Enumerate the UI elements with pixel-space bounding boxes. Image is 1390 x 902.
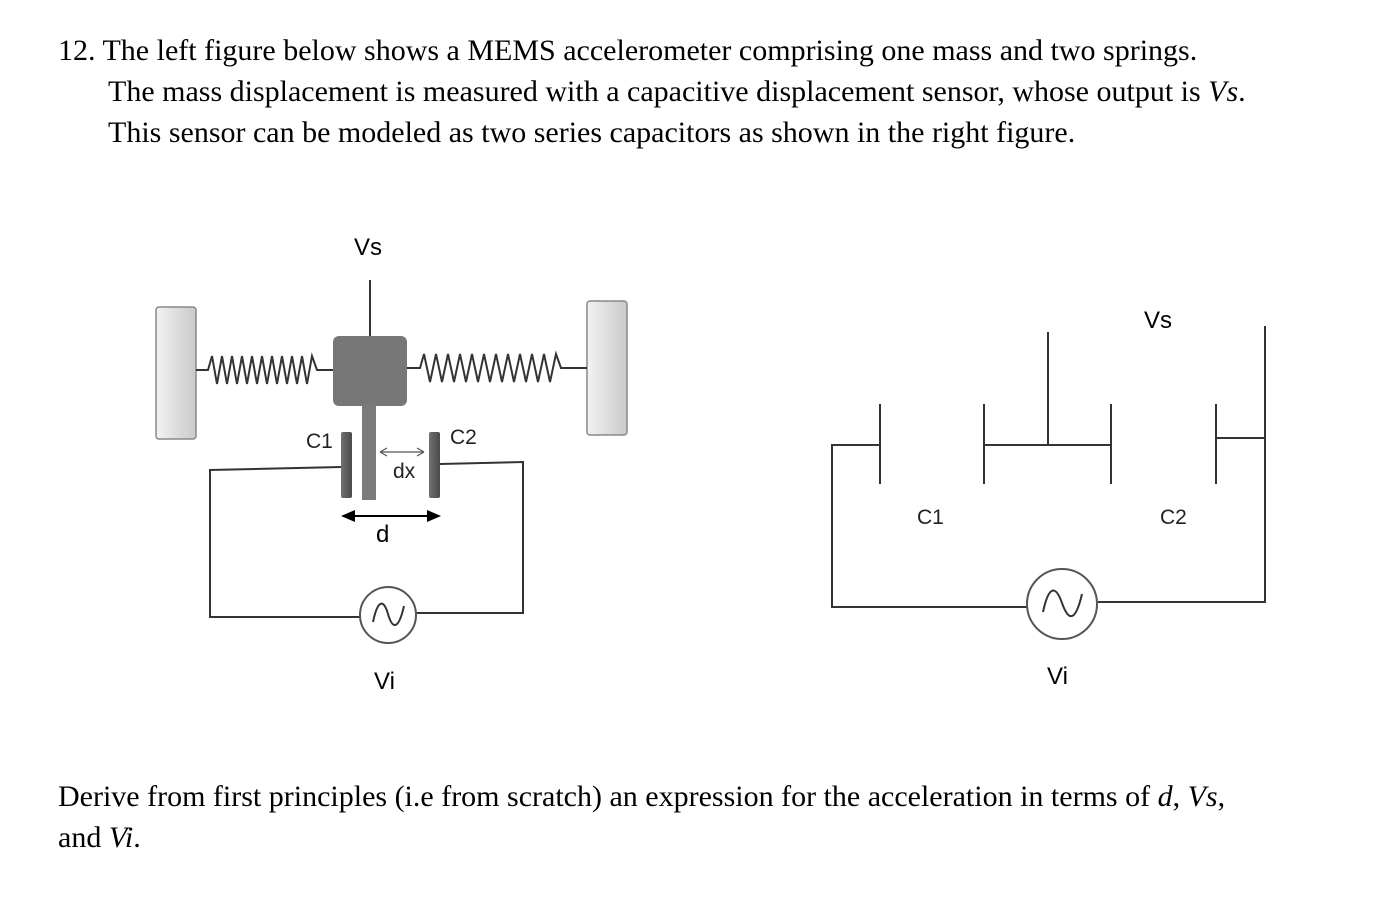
- right-circuit-wire-right: [1098, 437, 1266, 603]
- left-circuit-wire-c1: [209, 466, 360, 618]
- question-statement: Derive from first principles (i.e from s…: [58, 776, 1348, 858]
- left-anchor-wall: [155, 306, 197, 440]
- c1-plate: [341, 432, 352, 498]
- right-circuit-wire-left: [831, 444, 1028, 608]
- d-arrowhead-left: [341, 510, 355, 522]
- left-figure-accelerometer: Vs C1 C2 dx d Vi: [155, 234, 628, 695]
- left-c1-label: C1: [306, 430, 333, 453]
- left-c2-label: C2: [450, 426, 477, 449]
- c2-plate: [429, 432, 440, 498]
- right-c2-label: C2: [1160, 506, 1187, 529]
- right-anchor-wall: [586, 300, 628, 436]
- dx-arrowheads: [379, 447, 425, 457]
- left-spring: [196, 352, 334, 385]
- problem-line-2: The mass displacement is measured with a…: [108, 75, 1246, 108]
- proof-mass: [333, 336, 407, 406]
- left-ac-sine-icon: [372, 602, 405, 626]
- right-vs-label: Vs: [1144, 307, 1172, 334]
- right-figure-circuit-model: Vs C1 C2 Vi: [831, 307, 1266, 690]
- problem-line-3: This sensor can be modeled as two series…: [108, 116, 1076, 149]
- right-ac-sine-icon: [1042, 589, 1083, 618]
- left-dx-label: dx: [393, 460, 416, 483]
- left-d-label: d: [376, 521, 389, 548]
- question-line-1: Derive from first principles (i.e from s…: [58, 780, 1226, 813]
- left-vs-label: Vs: [354, 234, 382, 261]
- question-line-2: and Vi.: [58, 821, 141, 854]
- mass-stem: [362, 404, 376, 500]
- right-c1-label: C1: [917, 506, 944, 529]
- problem-statement: 12. The left figure below shows a MEMS a…: [58, 30, 1348, 153]
- left-circuit-wire-c2: [416, 460, 524, 614]
- d-arrowhead-right: [427, 510, 441, 522]
- problem-line-1: 12. The left figure below shows a MEMS a…: [58, 34, 1198, 67]
- right-vi-label: Vi: [1047, 663, 1068, 690]
- right-spring: [407, 350, 587, 383]
- problem-number: 12.: [58, 34, 96, 67]
- left-vi-label: Vi: [374, 668, 395, 695]
